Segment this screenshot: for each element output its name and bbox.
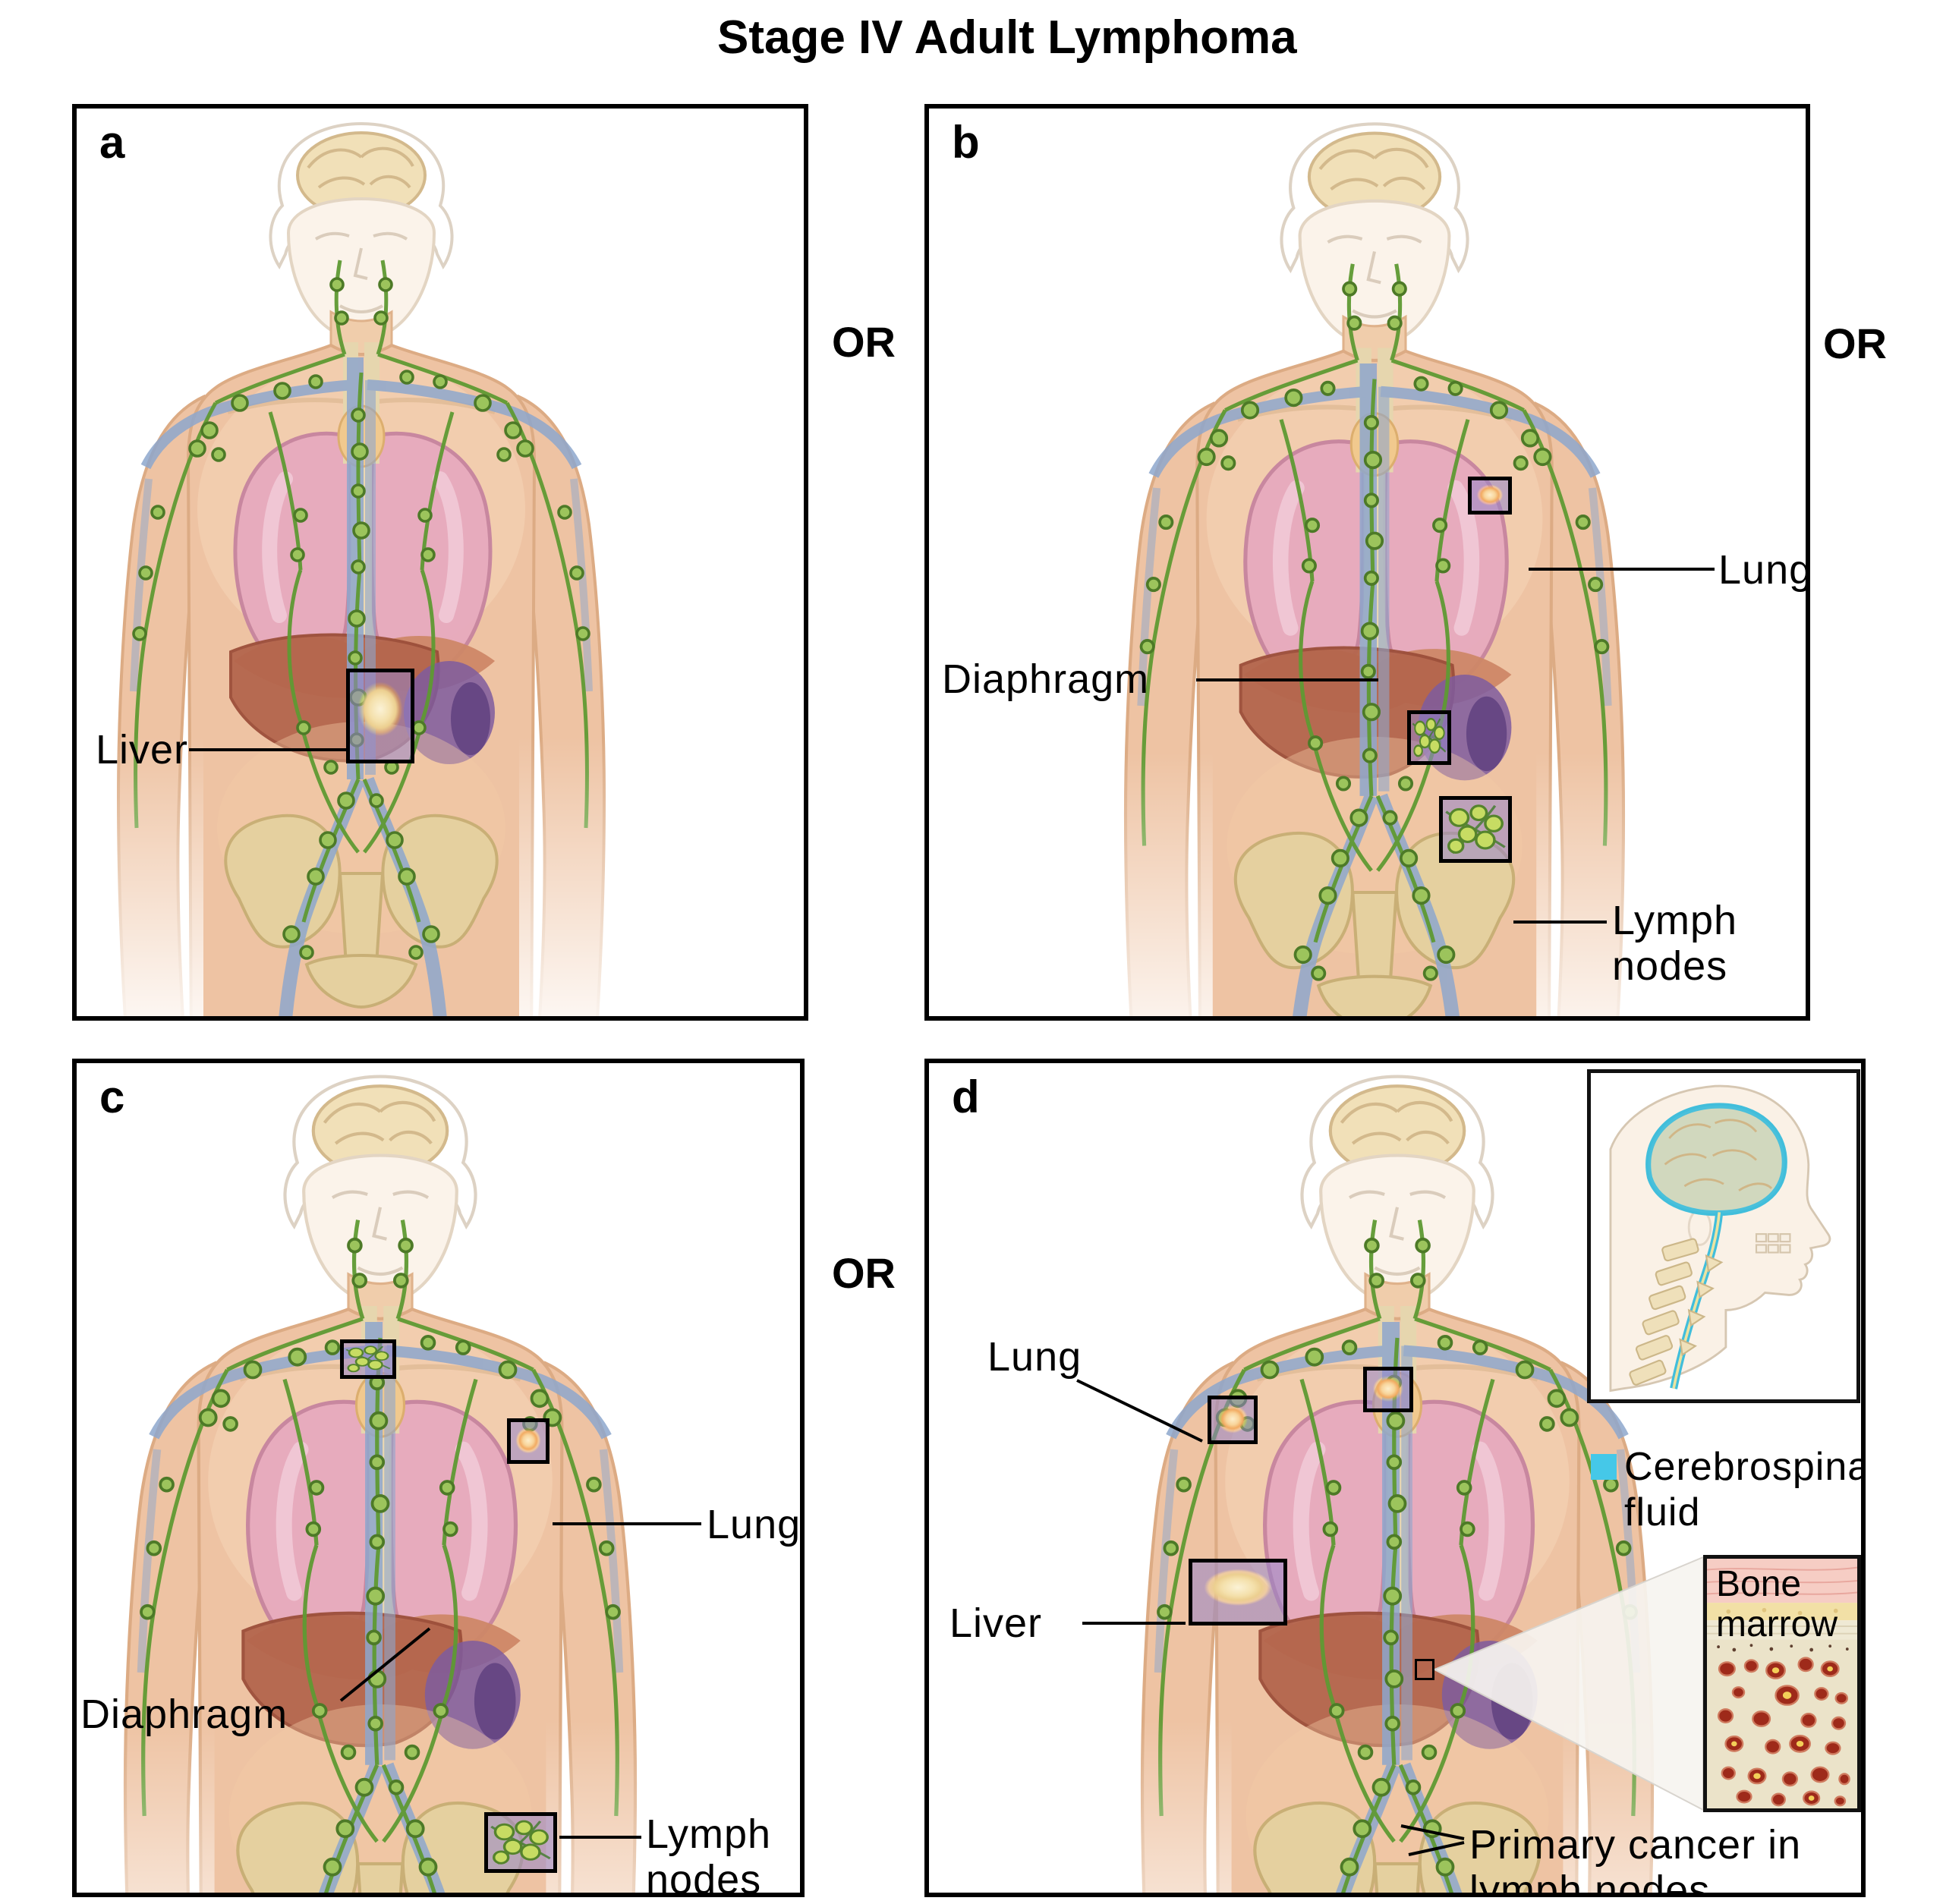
lymph-nodes-highlight-box [1439, 796, 1512, 863]
panel-letter-a: a [99, 117, 125, 168]
or-separator: OR [1823, 319, 1887, 367]
panel-letter-d: d [952, 1072, 980, 1122]
organ-label: Diaphragm [80, 1692, 288, 1737]
csf-legend-text: Cerebrospinal fluid [1624, 1445, 1866, 1534]
tumor-highlight-box [1363, 1367, 1413, 1412]
annotation-overlay [189, 748, 347, 751]
tumor-highlight-box [1468, 477, 1512, 515]
csf-color-swatch [1591, 1454, 1617, 1480]
bone-marrow-inset: Bone marrow [1703, 1555, 1861, 1812]
annotation-overlay [1196, 568, 1715, 924]
leader-line [1076, 1379, 1203, 1443]
or-separator: OR [832, 318, 896, 366]
panel-letter-c: c [99, 1072, 125, 1122]
cerebrospinal-fluid-inset [1587, 1069, 1860, 1403]
lymph-nodes-highlight-box [1407, 710, 1451, 765]
organ-label: Lung [707, 1502, 801, 1547]
head-profile-illustration [1591, 1073, 1856, 1399]
figure-title: Stage IV Adult Lymphoma [717, 11, 1297, 64]
lymph-node-cluster [1445, 804, 1506, 854]
organ-label: Lung [1718, 547, 1810, 593]
tumor-highlight-box [346, 669, 414, 763]
organ-label: Lymph nodes [1612, 898, 1738, 990]
tumor-highlight-box [507, 1418, 550, 1464]
bone-marrow-source-box [1415, 1659, 1434, 1680]
lymph-node-cluster [490, 1820, 551, 1865]
tumor-highlight-box [1189, 1559, 1287, 1625]
or-separator: OR [832, 1249, 896, 1297]
lymph-nodes-highlight-box [340, 1339, 396, 1379]
tumor-highlight-box [1208, 1396, 1258, 1444]
organ-label: Lung [987, 1334, 1082, 1380]
lymph-node-cluster [1412, 717, 1447, 757]
organ-label: Diaphragm [942, 656, 1150, 702]
lymph-nodes-highlight-box [484, 1812, 557, 1873]
leader-line [1400, 1824, 1465, 1840]
leader-line [339, 1627, 431, 1702]
organ-label: Primary cancer in lymph nodes [1469, 1822, 1802, 1897]
bone-marrow-label: Bone marrow [1716, 1564, 1838, 1644]
organ-label: Lymph nodes [646, 1811, 772, 1897]
panel-letter-b: b [952, 117, 980, 168]
csf-legend: Cerebrospinal fluid [1591, 1445, 1866, 1536]
organ-label: Liver [96, 727, 189, 773]
magnifier-wedge [1432, 1556, 1704, 1811]
leader-line [1408, 1841, 1465, 1856]
lymph-node-cluster [345, 1345, 391, 1373]
annotation-overlay [339, 1522, 701, 1839]
organ-label: Liver [949, 1600, 1043, 1646]
